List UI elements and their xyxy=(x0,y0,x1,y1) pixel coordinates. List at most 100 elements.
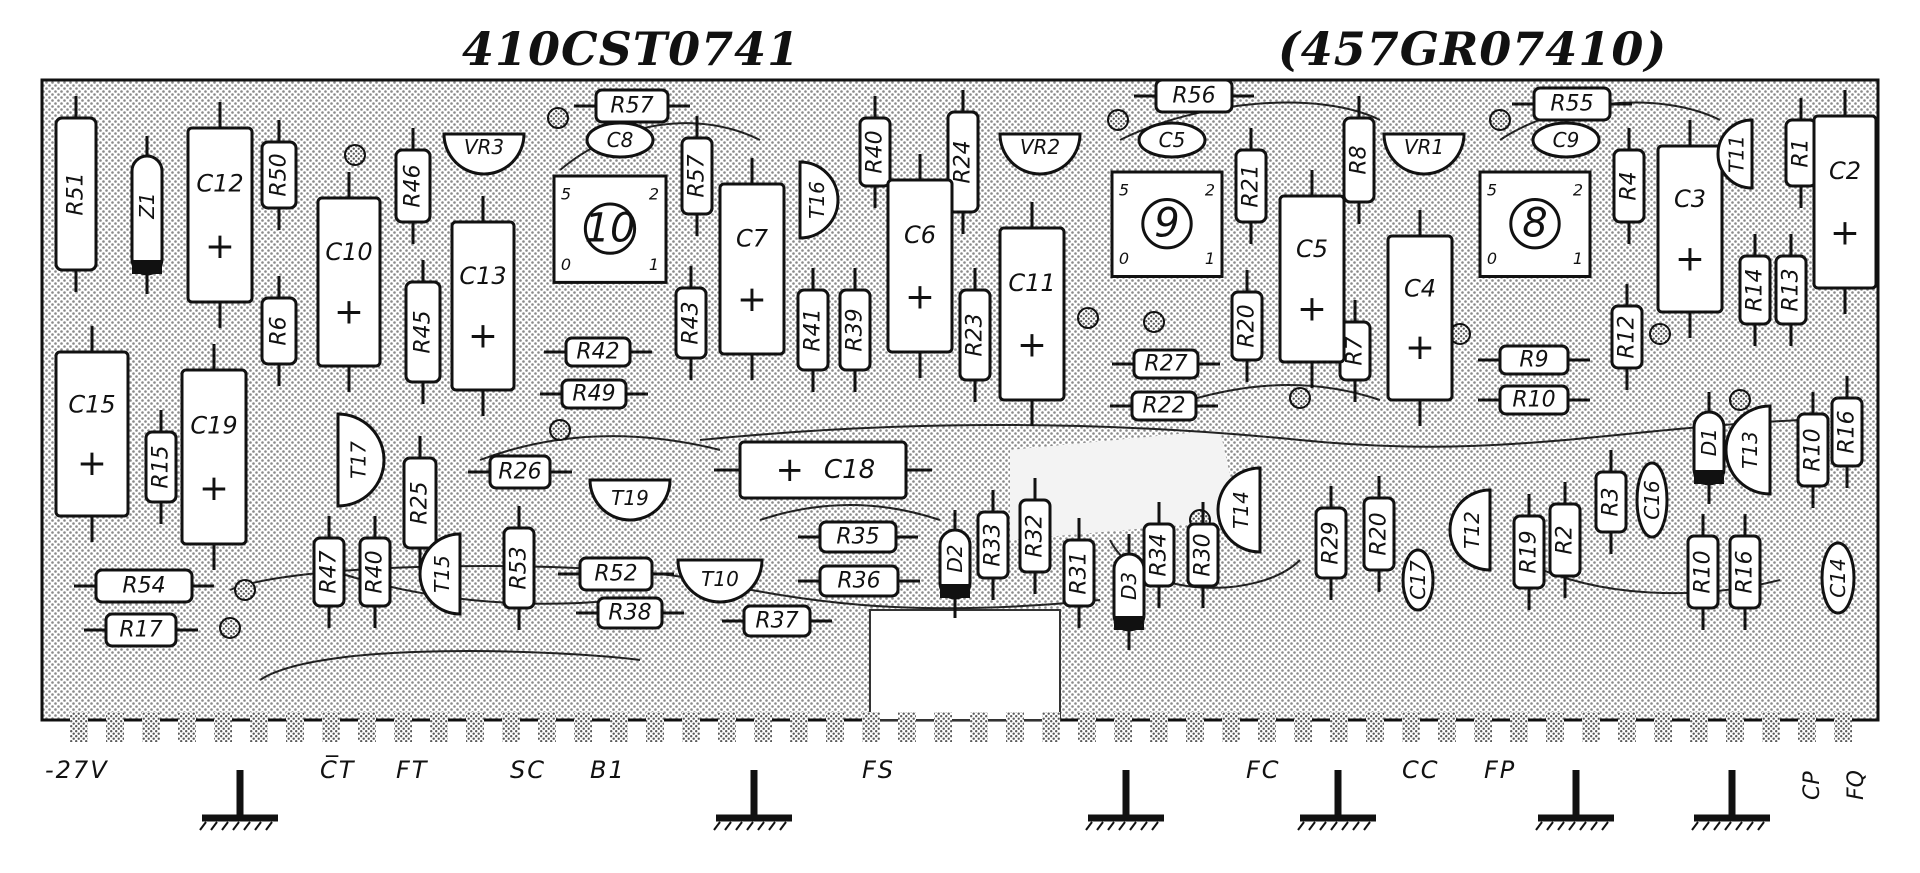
connector-finger xyxy=(1618,712,1636,742)
diode-label: D2 xyxy=(943,544,967,572)
transistor-t13: T13 xyxy=(1724,404,1772,496)
resistor-r46: R46 xyxy=(394,128,432,244)
connector-finger xyxy=(1438,712,1456,742)
module-pin: 1 xyxy=(1573,249,1583,268)
resistor-label: R12 xyxy=(1615,315,1640,358)
resistor-label: R32 xyxy=(1023,514,1048,557)
connector-finger xyxy=(178,712,196,742)
resistor-label: R22 xyxy=(1142,394,1185,419)
diode-d1: D1 xyxy=(1692,392,1726,504)
connector-finger xyxy=(1474,712,1492,742)
connector-finger xyxy=(718,712,736,742)
resistor-label: R49 xyxy=(572,382,615,407)
module-pin: 1 xyxy=(1205,249,1215,268)
transistor-label: T15 xyxy=(430,555,454,593)
capacitor-c13: C13+ xyxy=(450,196,516,416)
connector-finger xyxy=(1078,712,1096,742)
transistor-label: T11 xyxy=(1725,135,1749,173)
connector-finger xyxy=(250,712,268,742)
diode-z1: Z1 xyxy=(130,136,164,294)
resistor-label: R20 xyxy=(1367,512,1392,555)
pin-label-minus27v: -27V xyxy=(45,756,109,784)
resistor-label: R29 xyxy=(1319,521,1344,564)
resistor-label: R16 xyxy=(1835,410,1860,453)
trimmer-vr3: VR3 xyxy=(442,132,526,176)
trace-1 xyxy=(259,650,641,681)
diode-label: D3 xyxy=(1117,572,1141,600)
resistor-label: R38 xyxy=(608,601,651,626)
capacitor-c9: C9 xyxy=(1531,121,1601,159)
connector-finger xyxy=(754,712,772,742)
ground-symbol xyxy=(1535,770,1614,831)
solder-pad xyxy=(1289,387,1311,409)
connector-finger xyxy=(1042,712,1060,742)
module-pin: 2 xyxy=(649,185,659,204)
pin-label-ft: FT xyxy=(396,756,429,784)
capacitor-c7: C7+ xyxy=(718,158,786,380)
resistor-r1: R1 xyxy=(1784,98,1818,208)
resistor-label: R7 xyxy=(1343,336,1368,365)
transistor-t14: T14 xyxy=(1216,466,1262,554)
resistor-r57: R57 xyxy=(574,88,690,124)
resistor-label: R51 xyxy=(64,172,89,215)
module-pin: 5 xyxy=(1119,181,1129,200)
resistor-label: R40 xyxy=(863,130,888,173)
polarity-mark: + xyxy=(199,468,229,509)
pin-label-sc: SC xyxy=(510,756,546,784)
resistor-label: R8 xyxy=(1347,145,1372,174)
capacitor-label: C5 xyxy=(1159,128,1186,152)
module-number: 9 xyxy=(1154,201,1179,247)
connector-finger xyxy=(538,712,556,742)
resistor-label: R54 xyxy=(122,574,165,599)
resistor-label: R26 xyxy=(498,460,541,485)
capacitor-label: C19 xyxy=(190,412,237,440)
capacitor-c3: C3+ xyxy=(1656,120,1724,338)
resistor-r16: R16 xyxy=(1830,376,1864,488)
capacitor-c15: C15+ xyxy=(54,326,130,542)
connector-finger xyxy=(214,712,232,742)
transistor-t11: T11 xyxy=(1716,118,1754,190)
resistor-label: R17 xyxy=(119,618,162,643)
capacitor-label: C13 xyxy=(459,262,506,290)
capacitor-c5: C5 xyxy=(1137,121,1207,159)
connector-finger xyxy=(1402,712,1420,742)
resistor-label: R30 xyxy=(1191,533,1216,576)
module-number: 10 xyxy=(585,206,636,252)
transistor-t17: T17 xyxy=(336,412,386,508)
resistor-r8: R8 xyxy=(1342,96,1376,224)
pin-label-b1: B1 xyxy=(590,756,626,784)
resistor-label: R57 xyxy=(610,94,653,119)
resistor-r56: R56 xyxy=(1134,78,1254,114)
pin-label-fs: FS xyxy=(862,756,896,784)
trimmer-vr1: VR1 xyxy=(1382,132,1466,176)
transistor-t10: T10 xyxy=(676,558,764,604)
resistor-r7: R7 xyxy=(1338,300,1372,402)
resistor-r16: R16 xyxy=(1728,514,1762,630)
resistor-r50: R50 xyxy=(260,120,298,230)
resistor-label: R3 xyxy=(1599,487,1624,516)
resistor-label: R19 xyxy=(1517,530,1542,573)
connector-finger xyxy=(970,712,988,742)
board-clear-area xyxy=(1010,430,1240,540)
resistor-label: R53 xyxy=(507,546,532,589)
capacitor-label: C7 xyxy=(736,224,769,252)
resistor-label: R43 xyxy=(679,301,704,344)
resistor-r32: R32 xyxy=(1018,478,1052,594)
resistor-r45: R45 xyxy=(404,260,442,404)
resistor-label: R6 xyxy=(267,316,292,345)
resistor-label: R46 xyxy=(401,164,426,207)
connector-finger xyxy=(898,712,916,742)
connector-finger xyxy=(286,712,304,742)
transistor-label: T17 xyxy=(347,441,371,479)
capacitor-c17: C17 xyxy=(1401,548,1435,612)
capacitor-c12: C12+ xyxy=(186,102,254,328)
pin-label-fp: FP xyxy=(1484,756,1517,784)
resistor-label: R2 xyxy=(1553,525,1578,554)
ground-symbols xyxy=(199,770,1770,831)
connector-finger xyxy=(1258,712,1276,742)
resistor-r33: R33 xyxy=(976,490,1010,600)
connector-finger xyxy=(1006,712,1024,742)
resistor-label: R41 xyxy=(801,308,826,351)
resistor-label: R55 xyxy=(1550,92,1593,117)
